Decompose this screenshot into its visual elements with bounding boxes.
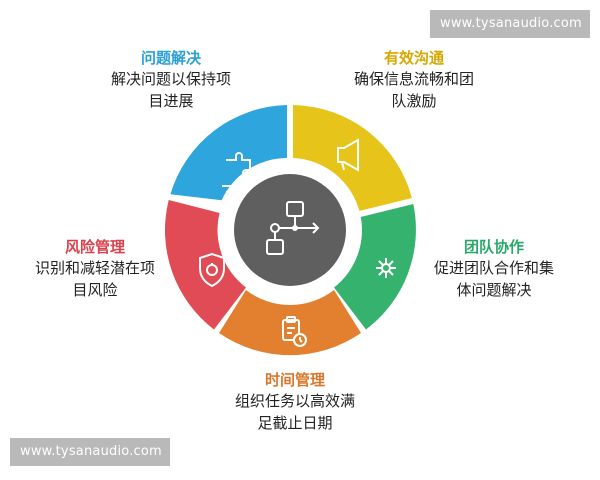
desc-time-management-2: 足截止日期 [257, 414, 333, 432]
desc-time-management-1: 组织任务以高效满 [234, 392, 355, 410]
desc-problem-solving-2: 目进展 [148, 92, 194, 110]
title-communication: 有效沟通 [383, 49, 444, 67]
puzzle-hand-icon [222, 152, 252, 193]
desc-teamwork-1: 促进团队合作和集 [433, 259, 554, 277]
label-communication: 有效沟通 确保信息流畅和团 队激励 [334, 48, 494, 112]
label-problem-solving: 问题解决 解决问题以保持项 目进展 [96, 48, 246, 112]
clipboard-clock-icon [282, 316, 307, 347]
watermark-bottom: www.tysanaudio.com [10, 438, 170, 466]
segment-team [334, 204, 416, 330]
segment-problem [170, 105, 287, 201]
label-time-management: 时间管理 组织任务以高效满 足截止日期 [210, 370, 380, 434]
title-risk-management: 风险管理 [64, 238, 125, 256]
desc-communication-1: 确保信息流畅和团 [353, 70, 474, 88]
segment-risk [164, 200, 246, 330]
desc-risk-management-2: 目风险 [72, 281, 118, 299]
desc-risk-management-1: 识别和减轻潜在项 [34, 259, 155, 277]
network-icon [376, 258, 396, 278]
title-time-management: 时间管理 [264, 371, 325, 389]
shield-icon [199, 252, 225, 288]
desc-communication-2: 队激励 [391, 92, 437, 110]
megaphone-icon [337, 138, 359, 172]
desc-teamwork-2: 体问题解决 [456, 281, 532, 299]
label-risk-management: 风险管理 识别和减轻潜在项 目风险 [20, 237, 170, 301]
title-teamwork: 团队协作 [463, 238, 524, 256]
desc-problem-solving-1: 解决问题以保持项 [110, 70, 231, 88]
flowchart-icon [266, 201, 320, 255]
center-disc [234, 174, 346, 286]
watermark-top: www.tysanaudio.com [430, 10, 590, 38]
segment-communication [293, 105, 412, 211]
title-problem-solving: 问题解决 [140, 49, 201, 67]
label-teamwork: 团队协作 促进团队合作和集 体问题解决 [414, 237, 574, 301]
